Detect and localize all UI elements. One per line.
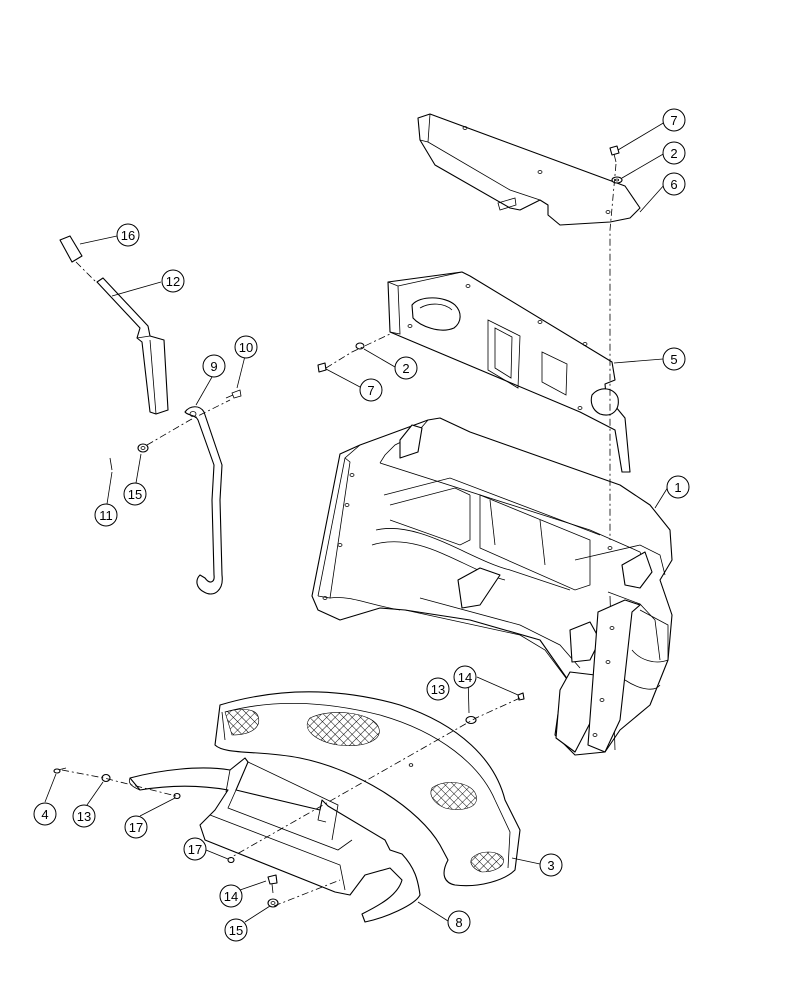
part-3-shield bbox=[214, 691, 521, 887]
callout-17-left: 17 bbox=[124, 815, 148, 839]
svg-text:4: 4 bbox=[41, 807, 48, 822]
svg-text:10: 10 bbox=[239, 340, 253, 355]
part-1-main-housing bbox=[311, 417, 673, 756]
callout-11: 11 bbox=[94, 503, 118, 527]
callout-17-bottom: 17 bbox=[183, 837, 207, 861]
svg-text:5: 5 bbox=[670, 352, 677, 367]
callout-10: 10 bbox=[234, 335, 258, 359]
callout-9: 9 bbox=[202, 354, 226, 378]
callout-4: 4 bbox=[33, 802, 57, 826]
callout-13-left: 13 bbox=[72, 804, 96, 828]
part-8-lower-bracket bbox=[128, 757, 421, 923]
svg-text:12: 12 bbox=[166, 274, 180, 289]
part-9-rod bbox=[184, 406, 223, 595]
callout-14-bottom: 14 bbox=[219, 884, 243, 908]
svg-text:13: 13 bbox=[431, 682, 445, 697]
svg-text:15: 15 bbox=[229, 923, 243, 938]
svg-text:17: 17 bbox=[188, 842, 202, 857]
callout-7-top: 7 bbox=[662, 108, 686, 132]
callout-6: 6 bbox=[662, 172, 686, 196]
svg-text:7: 7 bbox=[670, 113, 677, 128]
svg-text:15: 15 bbox=[128, 487, 142, 502]
part-16-grip bbox=[59, 235, 83, 263]
part-5-mounting-plate bbox=[387, 271, 631, 473]
svg-text:3: 3 bbox=[547, 858, 554, 873]
svg-text:14: 14 bbox=[224, 889, 238, 904]
callout-14-right: 14 bbox=[453, 665, 477, 689]
svg-text:7: 7 bbox=[367, 383, 374, 398]
callout-1: 1 bbox=[666, 475, 690, 499]
svg-text:1: 1 bbox=[674, 480, 681, 495]
callout-16: 16 bbox=[116, 223, 140, 247]
callout-15-left: 15 bbox=[123, 482, 147, 506]
callout-13-right: 13 bbox=[426, 677, 450, 701]
svg-text:2: 2 bbox=[670, 146, 677, 161]
callout-12: 12 bbox=[161, 269, 185, 293]
svg-text:6: 6 bbox=[670, 177, 677, 192]
svg-text:8: 8 bbox=[455, 915, 462, 930]
svg-text:14: 14 bbox=[458, 670, 472, 685]
callout-2-top: 2 bbox=[662, 141, 686, 165]
callout-2-mid: 2 bbox=[394, 356, 418, 380]
callout-3: 3 bbox=[539, 853, 563, 877]
callout-8: 8 bbox=[447, 910, 471, 934]
svg-text:16: 16 bbox=[121, 228, 135, 243]
svg-text:17: 17 bbox=[129, 820, 143, 835]
svg-text:13: 13 bbox=[77, 809, 91, 824]
assembly-lines bbox=[61, 163, 617, 907]
svg-text:9: 9 bbox=[210, 359, 217, 374]
part-12-lever-arm bbox=[96, 277, 169, 415]
svg-text:2: 2 bbox=[402, 361, 409, 376]
svg-text:11: 11 bbox=[99, 508, 113, 523]
callout-7-mid: 7 bbox=[359, 378, 383, 402]
callout-5: 5 bbox=[662, 347, 686, 371]
callout-15-bottom: 15 bbox=[224, 918, 248, 942]
leader-lines bbox=[44, 121, 669, 923]
part-6-top-bracket bbox=[417, 113, 641, 226]
